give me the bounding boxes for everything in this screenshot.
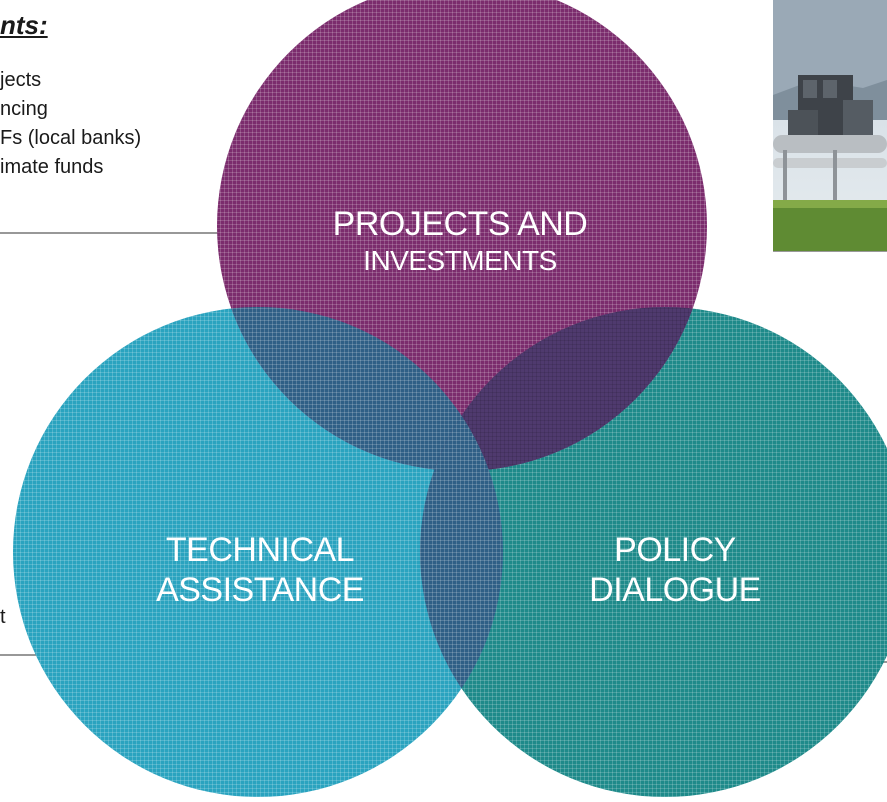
truncated-text: t bbox=[0, 606, 6, 628]
technical-label-line2: ASSISTANCE bbox=[156, 571, 364, 610]
technical-assistance-label: TECHNICAL ASSISTANCE bbox=[130, 530, 390, 610]
industrial-plant-photo bbox=[773, 0, 887, 252]
policy-label-line2: DIALOGUE bbox=[589, 571, 761, 610]
list-item: Fs (local banks) bbox=[0, 127, 142, 149]
overlap-projects-policy bbox=[420, 307, 707, 471]
list-item: jects bbox=[0, 69, 42, 91]
section-heading: nts: bbox=[0, 10, 48, 40]
projects-investments-label: PROJECTS AND INVESTMENTS bbox=[320, 204, 600, 277]
bullet-list: jects ncing Fs (local banks) imate funds bbox=[0, 66, 141, 182]
list-item: ncing bbox=[0, 98, 48, 120]
projects-label-line1: PROJECTS AND bbox=[332, 205, 588, 243]
policy-label-line1: POLICY bbox=[614, 531, 736, 569]
overlap-projects-technical bbox=[217, 307, 503, 471]
policy-dialogue-label: POLICY DIALOGUE bbox=[545, 530, 805, 610]
projects-label-line2: INVESTMENTS bbox=[363, 245, 557, 277]
technical-label-line1: TECHNICAL bbox=[165, 531, 355, 569]
list-item: imate funds bbox=[0, 156, 104, 178]
